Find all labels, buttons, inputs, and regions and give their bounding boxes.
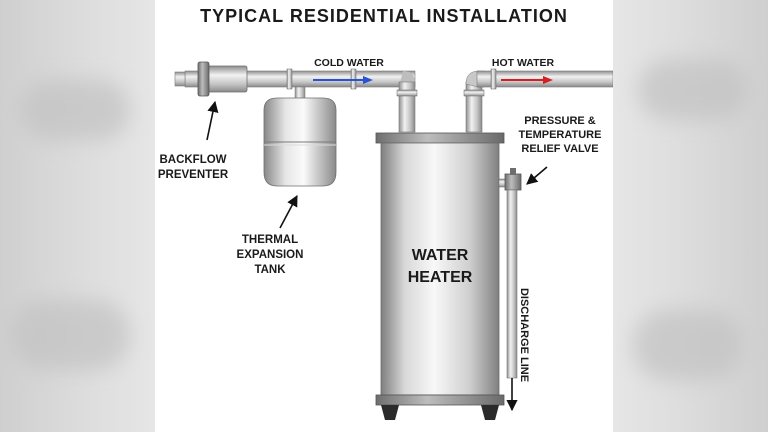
- relief-valve-pointer-arrow: [526, 166, 548, 185]
- water-heater-label-line1: WATER: [412, 247, 469, 264]
- hot-water-label: HOT WATER: [492, 57, 555, 69]
- relief-label-line3: RELIEF VALVE: [521, 143, 598, 155]
- installation-diagram: TYPICAL RESIDENTIAL INSTALLATION COLD WA…: [158, 6, 613, 420]
- tank-label-line3: TANK: [254, 264, 286, 276]
- water-heater-label-line2: HEATER: [408, 269, 473, 286]
- discharge-line-pipe: [506, 189, 518, 379]
- backflow-pointer-arrow: [206, 100, 219, 141]
- right-blurred-margin: [613, 0, 768, 432]
- thermal-expansion-tank: [263, 97, 337, 187]
- backflow-label-line1: BACKFLOW: [159, 154, 226, 166]
- relief-valve: [498, 168, 522, 191]
- hot-riser-pipe: [465, 81, 483, 133]
- backflow-label-line2: PREVENTER: [158, 169, 229, 181]
- tank-label-line2: EXPANSION: [237, 249, 304, 261]
- backflow-preventer: [197, 61, 248, 97]
- cold-water-label: COLD WATER: [314, 57, 384, 69]
- tank-pointer-arrow: [279, 195, 298, 229]
- relief-label-line2: TEMPERATURE: [519, 129, 602, 141]
- left-blurred-margin: [0, 0, 155, 432]
- relief-label-line1: PRESSURE &: [524, 115, 596, 127]
- water-heater: [375, 132, 505, 420]
- diagram-panel: TYPICAL RESIDENTIAL INSTALLATION COLD WA…: [155, 0, 613, 432]
- cold-drop-pipe: [398, 81, 416, 133]
- discharge-line-label: DISCHARGE LINE: [518, 288, 530, 382]
- page-title: TYPICAL RESIDENTIAL INSTALLATION: [200, 6, 568, 26]
- tank-label-line1: THERMAL: [242, 234, 298, 246]
